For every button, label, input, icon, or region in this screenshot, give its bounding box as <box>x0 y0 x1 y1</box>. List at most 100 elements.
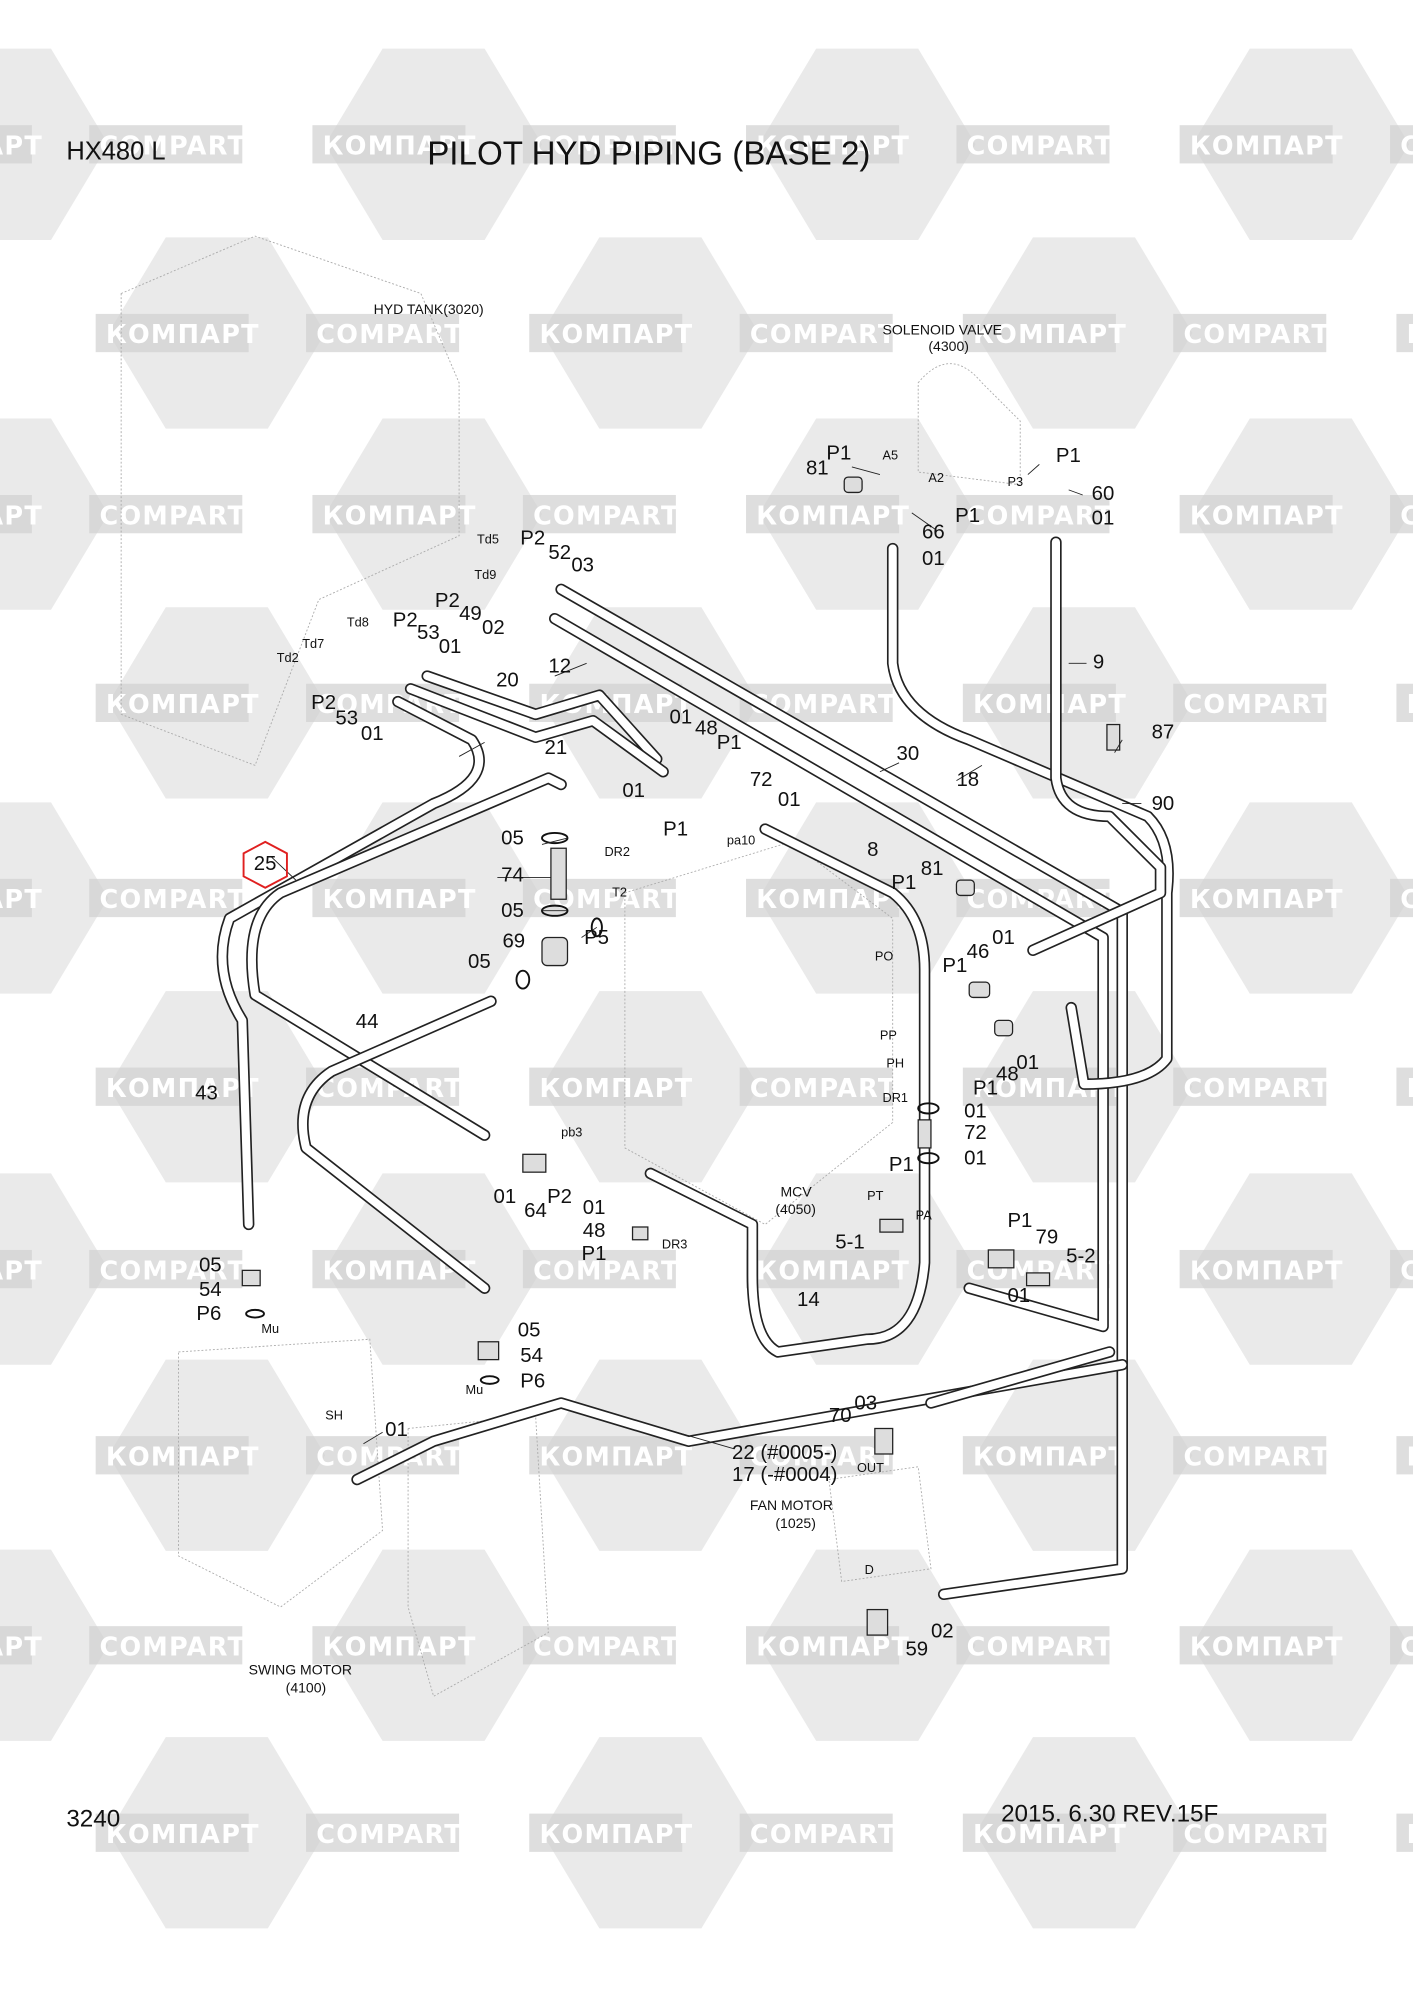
part-callout[interactable]: 21 <box>545 737 568 759</box>
watermark-bar <box>1173 313 1327 353</box>
part-callout[interactable]: 12 <box>548 655 571 677</box>
part-callout[interactable]: 01 <box>622 780 645 802</box>
watermark-text: КОМПАРТ <box>1190 131 1344 161</box>
part-callout[interactable]: 01 <box>670 706 693 728</box>
part-callout[interactable]: 8 <box>867 839 878 861</box>
watermark-bar <box>529 1067 683 1106</box>
part-callout[interactable]: 17 (-#0004) <box>732 1464 837 1486</box>
part-callout[interactable]: 05 <box>468 951 491 973</box>
part-callout[interactable]: 01 <box>922 548 945 570</box>
watermark-text: КОМПАРТ <box>1407 1074 1413 1104</box>
part-callout[interactable]: P6 <box>196 1303 221 1325</box>
part-callout[interactable]: 81 <box>921 858 944 880</box>
part-callout[interactable]: P2 <box>547 1186 572 1208</box>
part-callout[interactable]: P1 <box>1007 1210 1032 1232</box>
callout-25-highlighted[interactable]: 25 <box>254 853 277 875</box>
part-callout[interactable]: 05 <box>199 1255 222 1277</box>
part-callout[interactable]: 44 <box>356 1011 379 1033</box>
part-callout[interactable]: 54 <box>199 1279 222 1301</box>
part-callout[interactable]: 01 <box>494 1186 517 1208</box>
part-callout[interactable]: P1 <box>1056 445 1081 467</box>
watermark-text: COMPART <box>99 1256 246 1286</box>
part-callout[interactable]: 01 <box>778 789 801 811</box>
part-callout[interactable]: 60 <box>1092 483 1115 505</box>
part-callout[interactable]: 01 <box>1007 1285 1030 1307</box>
watermark-bar <box>739 1436 893 1475</box>
part-callout[interactable]: 52 <box>548 542 571 564</box>
part-callout[interactable]: 49 <box>459 603 482 625</box>
part-callout[interactable]: 05 <box>501 827 524 849</box>
part-callout[interactable]: 01 <box>1016 1052 1039 1074</box>
watermark-bar <box>0 494 32 534</box>
part-callout[interactable]: 64 <box>524 1200 547 1222</box>
part-callout[interactable]: P2 <box>435 590 460 612</box>
watermark-text: COMPART <box>99 501 246 531</box>
part-callout[interactable]: 59 <box>905 1638 928 1660</box>
part-callout[interactable]: 18 <box>956 769 979 791</box>
part-callout[interactable]: 5-1 <box>835 1232 864 1254</box>
watermark-text: COMPART <box>99 885 246 915</box>
part-callout[interactable]: P6 <box>520 1371 545 1393</box>
watermark-text: КОМПАРТ <box>106 1074 260 1104</box>
watermark-text: КОМПАРТ <box>1190 885 1344 915</box>
component-label: SOLENOID VALVE <box>882 321 1001 337</box>
watermark-text: COMPART <box>533 131 680 161</box>
part-callout[interactable]: P5 <box>584 927 609 949</box>
part-callout[interactable]: 48 <box>583 1220 606 1242</box>
part-callout[interactable]: 01 <box>583 1197 606 1219</box>
part-callout[interactable]: P1 <box>942 955 967 977</box>
part-callout[interactable]: 87 <box>1152 722 1175 744</box>
part-callout[interactable]: P1 <box>973 1077 998 1099</box>
part-callout[interactable]: 74 <box>501 864 524 886</box>
part-callout[interactable]: 22 (#0005-) <box>732 1442 837 1464</box>
part-callout[interactable]: P1 <box>826 442 851 464</box>
part-callout[interactable]: 30 <box>897 743 920 765</box>
part-callout[interactable]: 01 <box>1092 507 1115 529</box>
part-callout[interactable]: P1 <box>582 1243 607 1265</box>
part-callout[interactable]: P2 <box>520 528 545 550</box>
part-callout[interactable]: 69 <box>502 931 525 953</box>
part-callout[interactable]: 53 <box>335 708 358 730</box>
part-callout[interactable]: 14 <box>797 1289 820 1311</box>
part-callout[interactable]: 9 <box>1093 651 1104 673</box>
watermark-bar <box>746 125 900 164</box>
part-callout[interactable]: 79 <box>1036 1227 1059 1249</box>
part-callout[interactable]: P1 <box>891 872 916 894</box>
part-callout[interactable]: 48 <box>695 718 718 740</box>
part-callout[interactable]: 01 <box>385 1419 408 1441</box>
part-callout[interactable]: 48 <box>996 1063 1019 1085</box>
part-callout[interactable]: 46 <box>967 941 990 963</box>
part-callout[interactable]: 05 <box>501 900 524 922</box>
highlight-hexagon[interactable] <box>242 840 288 889</box>
part-callout[interactable]: 90 <box>1152 793 1175 815</box>
part-callout[interactable]: 5-2 <box>1066 1246 1095 1268</box>
part-callout[interactable]: P2 <box>311 692 336 714</box>
part-callout[interactable]: 70 <box>829 1405 852 1427</box>
part-callout[interactable]: 03 <box>571 555 594 577</box>
part-callout[interactable]: 43 <box>195 1082 218 1104</box>
part-callout[interactable]: 72 <box>964 1122 987 1144</box>
watermark-text: COMPART <box>1183 1442 1330 1472</box>
part-callout[interactable]: 01 <box>964 1100 987 1122</box>
part-callout[interactable]: 01 <box>361 723 384 745</box>
part-callout[interactable]: P2 <box>393 609 418 631</box>
watermark-text: КОМПАРТ <box>0 1632 43 1662</box>
part-callout[interactable]: 01 <box>439 636 462 658</box>
part-callout[interactable]: 53 <box>417 622 440 644</box>
part-callout[interactable]: 20 <box>496 669 519 691</box>
part-callout[interactable]: P1 <box>663 818 688 840</box>
part-callout[interactable]: 05 <box>518 1320 541 1342</box>
part-callout[interactable]: 72 <box>750 769 773 791</box>
part-callout[interactable]: 01 <box>964 1148 987 1170</box>
part-callout[interactable]: 54 <box>520 1345 543 1367</box>
part-callout[interactable]: 02 <box>482 617 505 639</box>
part-callout[interactable]: 01 <box>992 927 1015 949</box>
part-callout[interactable]: P1 <box>955 505 980 527</box>
part-callout[interactable]: 81 <box>806 458 829 480</box>
part-callout[interactable]: P1 <box>889 1154 914 1176</box>
part-callout[interactable]: P1 <box>717 732 742 754</box>
part-callout[interactable]: 03 <box>854 1392 877 1414</box>
watermark-text: КОМПАРТ <box>1407 690 1413 720</box>
part-callout[interactable]: 02 <box>931 1621 954 1643</box>
part-callout[interactable]: 66 <box>922 521 945 543</box>
